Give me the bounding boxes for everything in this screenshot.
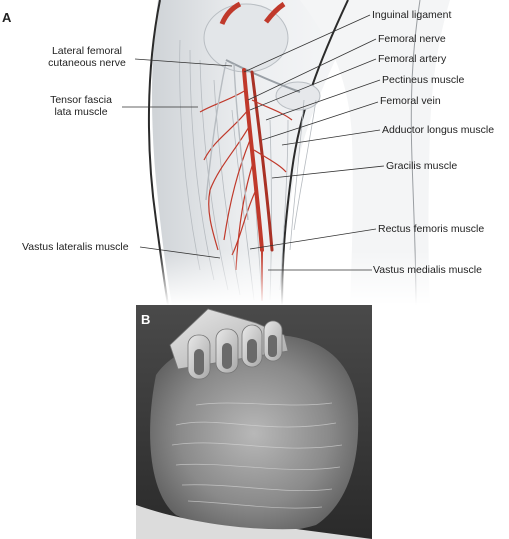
thigh-anatomy-illustration [122,0,450,305]
panel-a-label: A [2,10,12,25]
label-femoral-vein: Femoral vein [380,95,441,107]
label-line-2: cutaneous nerve [48,57,126,69]
label-inguinal-ligament: Inguinal ligament [372,9,452,21]
thigh-silhouette [152,0,358,305]
intraoperative-photo: B [136,305,372,539]
label-line-2: lata muscle [54,106,108,118]
pubic-region [275,81,321,111]
retractor-prong-shadows [194,335,277,375]
label-vastus-medialis-muscle: Vastus medialis muscle [373,264,482,276]
nerves [205,61,249,221]
iliac-vessels [219,1,242,25]
fascia-texture [171,402,343,509]
label-femoral-nerve: Femoral nerve [378,33,446,45]
wound-bed [150,334,359,533]
label-pectineus-muscle: Pectineus muscle [382,74,465,86]
label-line-1: Lateral femoral [51,45,123,57]
drape-edge [136,505,372,539]
panel-b-label: B [141,312,151,327]
label-gracilis-muscle: Gracilis muscle [386,160,458,172]
iliac-vessels-2 [264,1,286,24]
label-vastus-lateralis-muscle: Vastus lateralis muscle [22,241,129,253]
label-line-1: Tensor fascia [50,94,112,106]
label-tensor-fascia-lata: Tensor fascia lata muscle [40,94,122,118]
label-adductor-longus-muscle: Adductor longus muscle [382,124,495,136]
leader-lines [122,14,385,271]
label-lateral-femoral-cutaneous-nerve: Lateral femoral cutaneous nerve [40,45,134,69]
photo-drawing [136,305,372,539]
label-femoral-artery: Femoral artery [378,53,447,65]
inguinal-ligament [225,59,301,93]
label-rectus-femoris-muscle: Rectus femoris muscle [378,223,485,235]
